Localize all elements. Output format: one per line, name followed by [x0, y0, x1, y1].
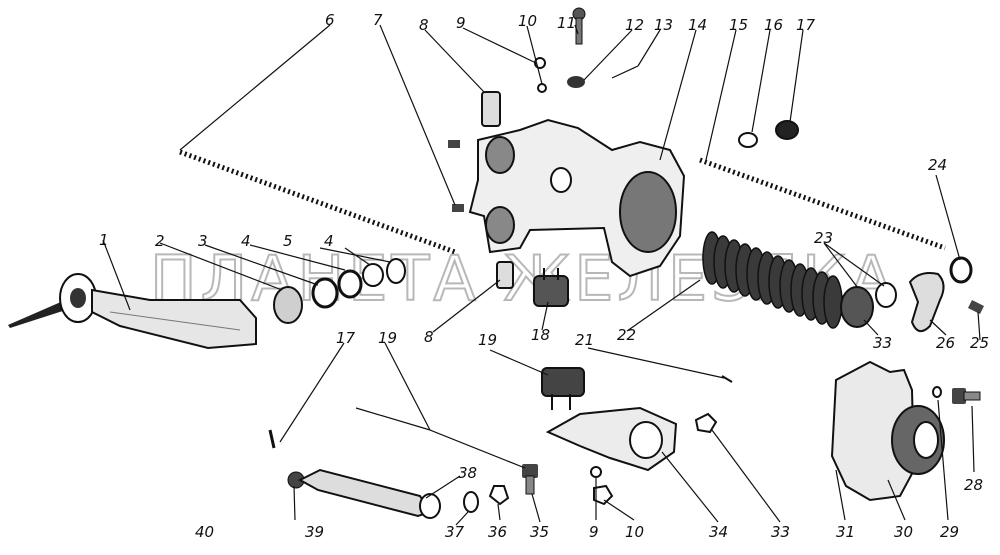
washer-9-bottom: [590, 466, 602, 478]
callout: 26: [936, 334, 955, 352]
grommet-37: [463, 491, 479, 513]
callout: 28: [964, 476, 983, 494]
callout: 17: [796, 16, 816, 34]
callout: 6: [325, 11, 335, 29]
bumper-21: [533, 268, 569, 307]
callout: 23: [814, 229, 833, 247]
coil-spring: [702, 231, 843, 329]
callout: 4: [241, 232, 251, 250]
cap-12: [567, 76, 585, 88]
callout: 19: [478, 331, 497, 349]
suspension-arm-part: [8, 273, 257, 350]
callout: 33: [873, 334, 892, 352]
bumper-20: [541, 367, 585, 410]
callout: 35: [530, 523, 549, 541]
spring-leaves-right: [699, 157, 946, 251]
callout: 24: [928, 156, 947, 174]
tie-rod: [287, 468, 441, 519]
callout: 40: [195, 523, 214, 541]
pin-11: [572, 7, 586, 45]
callout: 19: [378, 329, 397, 347]
rubber-sleeve-top: [481, 91, 501, 127]
callout: 38: [458, 464, 477, 482]
shock-absorber-housing: [830, 360, 945, 502]
callout: 14: [688, 16, 707, 34]
callout: 5: [283, 232, 293, 250]
callout: 3: [198, 232, 208, 250]
callout: 10: [625, 523, 644, 541]
bolt-26: [968, 300, 984, 314]
washer-29: [932, 386, 942, 398]
callout: 15: [729, 16, 748, 34]
callout: 4: [324, 232, 334, 250]
callout: 8: [419, 16, 429, 34]
callout: 37: [445, 523, 465, 541]
seal-rings: [273, 258, 406, 324]
rubber-sleeve-bottom: [496, 261, 514, 289]
washer-24: [875, 282, 897, 308]
plug-17: [775, 120, 799, 140]
callout: 16: [764, 16, 783, 34]
grease-nipple-upper: [448, 140, 460, 148]
callout: 1: [99, 231, 109, 249]
spring-leaves-left: [179, 149, 456, 255]
lever-27: [908, 272, 945, 333]
cotter-22-part: [721, 375, 733, 383]
callout: 30: [894, 523, 913, 541]
coil-turn: [823, 275, 843, 329]
callout: 29: [940, 523, 959, 541]
callout: 36: [488, 523, 507, 541]
callout: 13: [654, 16, 673, 34]
bracket-housing: [468, 118, 686, 278]
bolt-28: [952, 388, 981, 404]
callout: 31: [836, 523, 855, 541]
callout: 9: [456, 14, 466, 32]
boss-36: [488, 485, 510, 506]
washer-16: [738, 132, 758, 148]
callout: 33: [771, 523, 790, 541]
callout: 17: [336, 329, 356, 347]
bolt-35: [522, 464, 538, 495]
nut-10-top: [537, 83, 547, 93]
cotter-pin-18: [268, 429, 276, 449]
callout: 7: [373, 11, 383, 29]
callout: 2: [155, 232, 165, 250]
callout: 34: [709, 523, 728, 541]
callout: 9: [589, 523, 599, 541]
callout: 12: [625, 16, 644, 34]
callout: 25: [970, 334, 989, 352]
callout: 11: [557, 14, 576, 32]
callout: 22: [617, 326, 636, 344]
grease-nipple-lower: [452, 204, 464, 212]
callout: 39: [305, 523, 324, 541]
nut-33: [694, 412, 718, 434]
callout-numbers: 6 7 8 9 10 11 12 13 14 15 16 17 24 23 1 …: [99, 11, 989, 541]
nut-10-bottom: [593, 484, 614, 506]
steering-arm: [545, 406, 678, 472]
cup-32: [840, 286, 874, 328]
callout: 8: [424, 328, 434, 346]
ring-25: [949, 256, 973, 284]
callout: 10: [518, 12, 537, 30]
leader-lines: [102, 24, 981, 526]
callout: 21: [575, 331, 594, 349]
callout: 18: [531, 326, 550, 344]
